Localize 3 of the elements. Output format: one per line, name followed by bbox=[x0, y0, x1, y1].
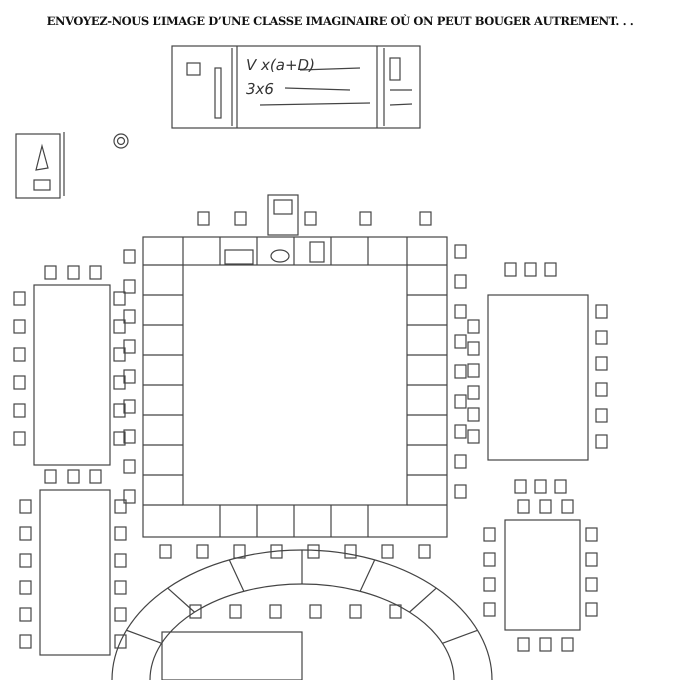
board-writing: V x(a+D) bbox=[246, 56, 315, 74]
title: ENVOYEZ-NOUS L’IMAGE D’UNE CLASSE IMAGINAIRE OÙ ON PEUT BOUGER AUTREMENT. . . bbox=[46, 14, 634, 28]
board-writing: 3x6 bbox=[246, 80, 274, 98]
